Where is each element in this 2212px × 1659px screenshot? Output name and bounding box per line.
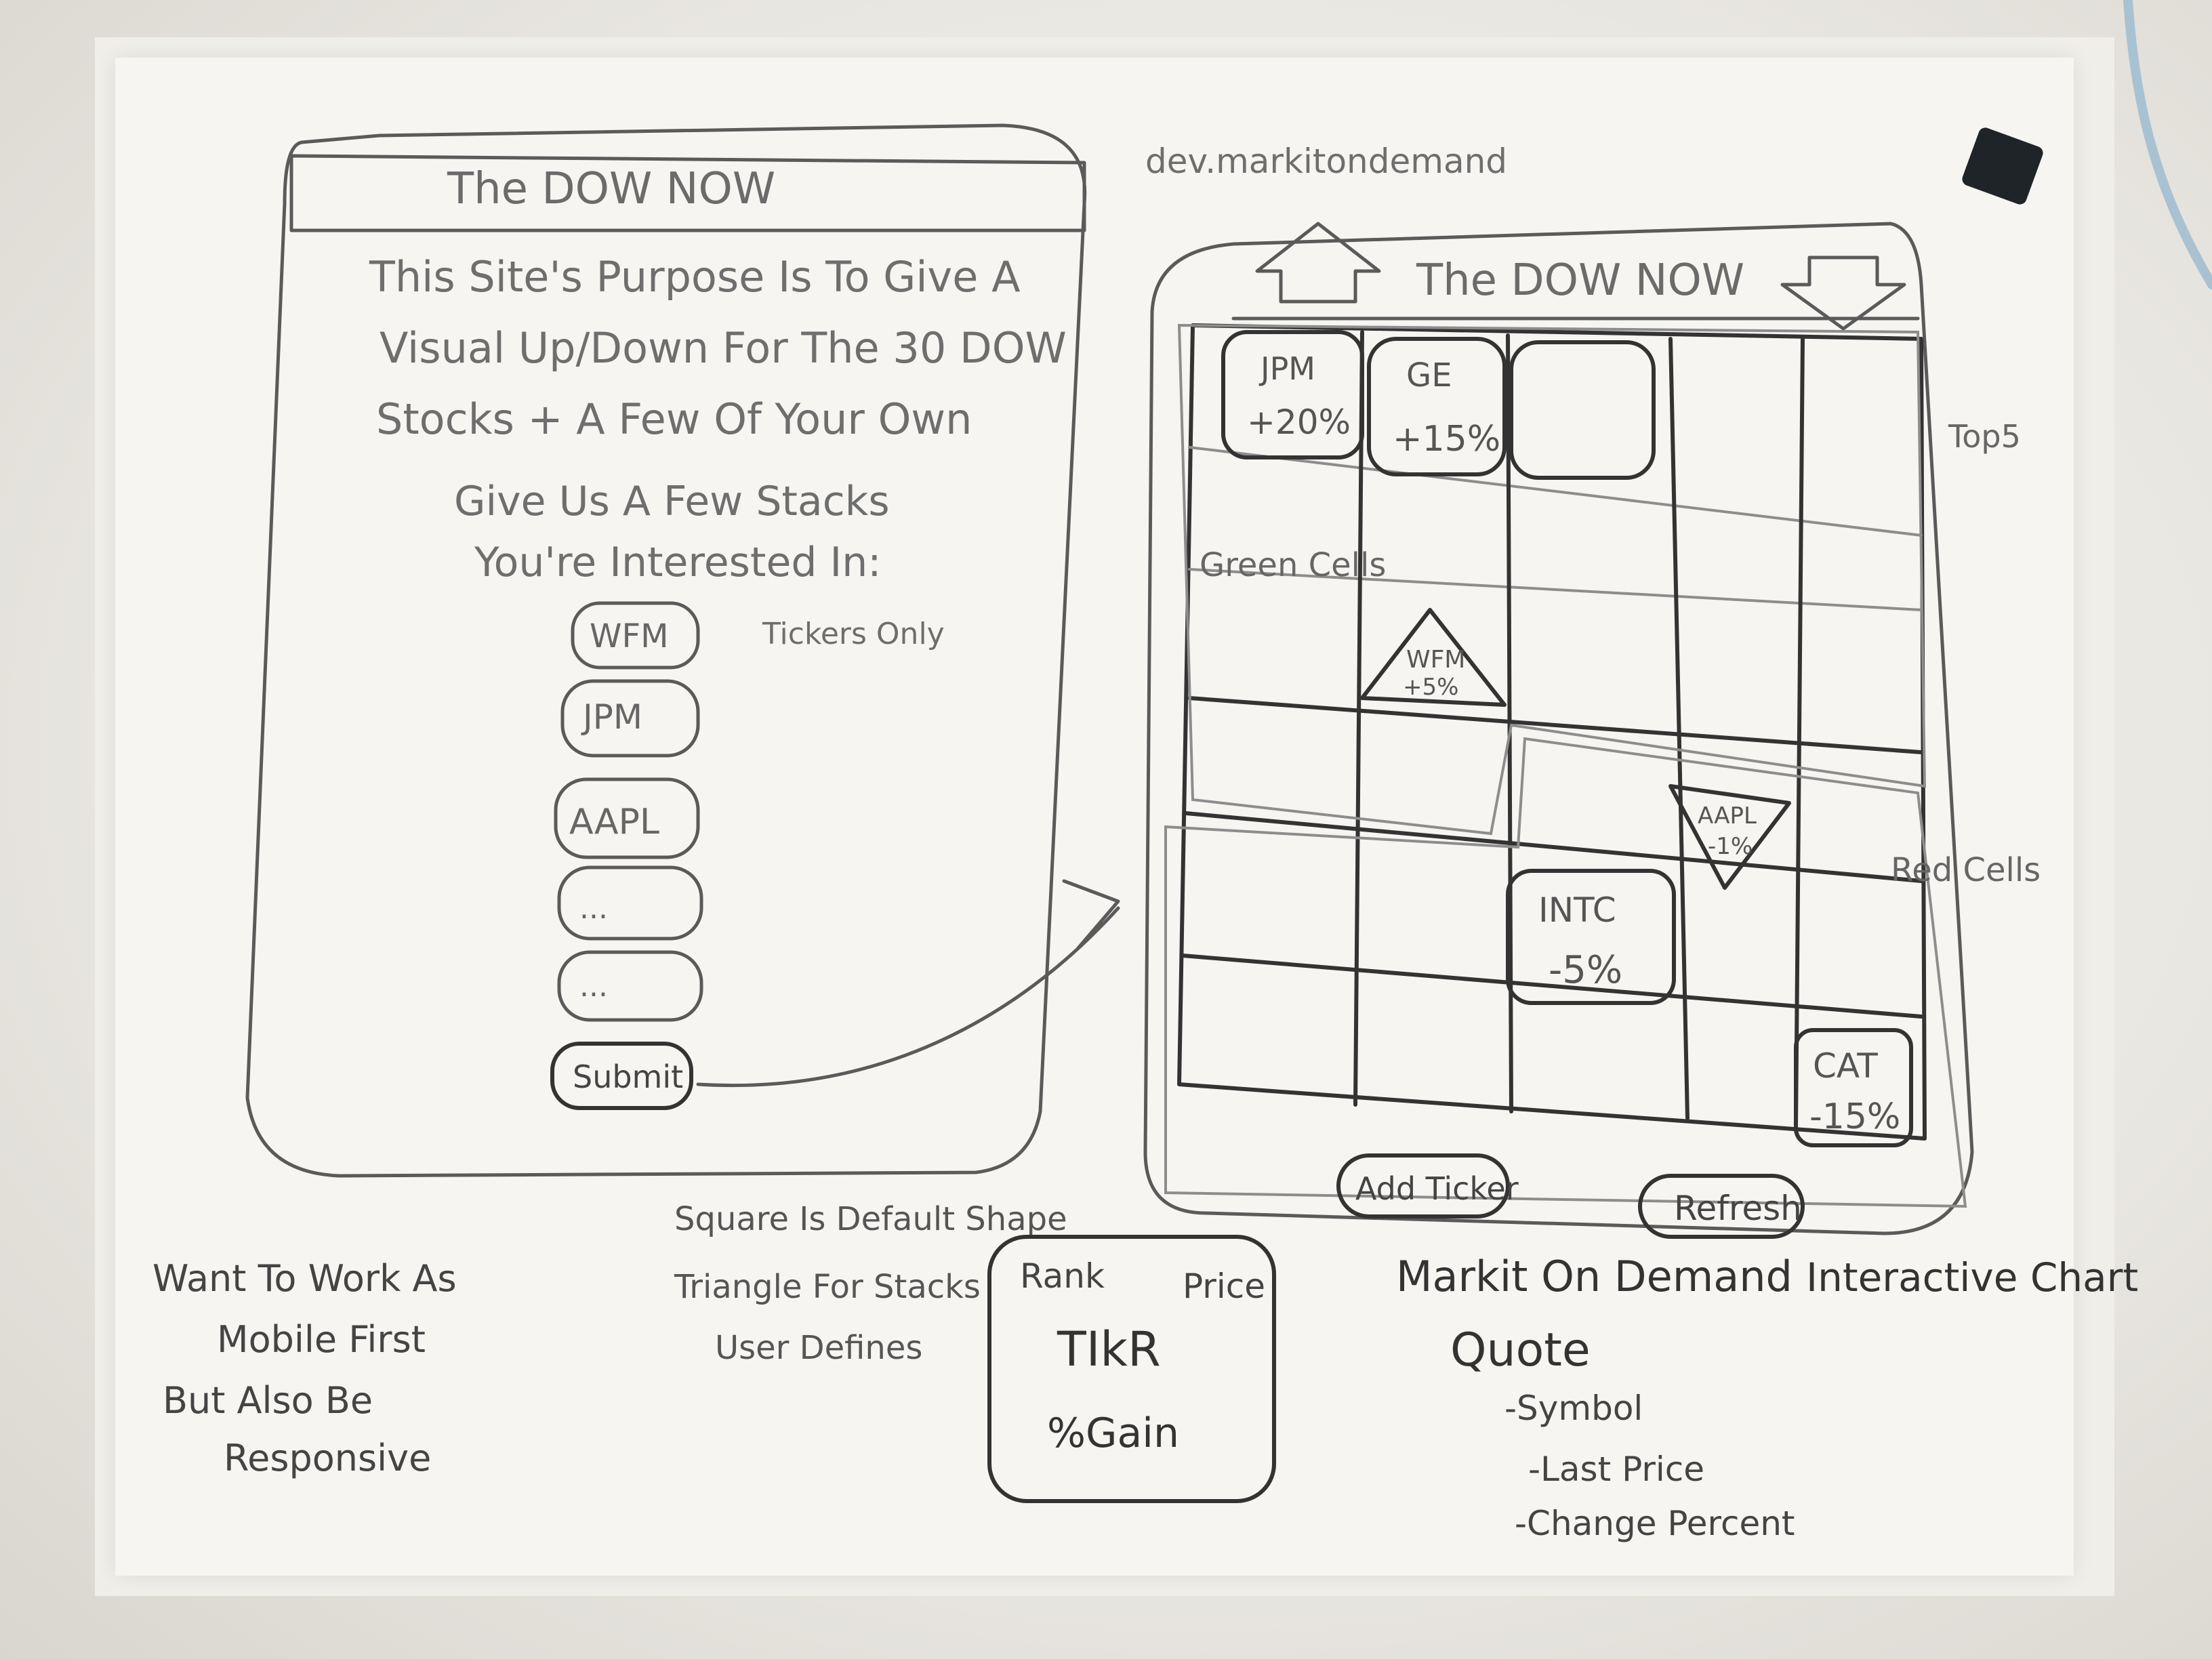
- legend-card: [987, 1235, 1276, 1503]
- add-ticker-button[interactable]: [1336, 1153, 1510, 1218]
- stock-cell-ge[interactable]: [1367, 337, 1507, 476]
- stock-cell-intc[interactable]: [1506, 869, 1676, 1005]
- dark-object: [1962, 127, 2043, 205]
- purpose-line-2: Visual Up/Down For The 30 DOW: [380, 323, 1067, 373]
- right-sketch: dev.markitondemand The DOW NOW JPM +20: [1143, 142, 2041, 1239]
- wfm-ticker: WFM: [1406, 646, 1465, 674]
- jpm-change: +20%: [1247, 403, 1351, 442]
- shape-note-2: Triangle For Stacks: [674, 1268, 981, 1306]
- ticker-input-5[interactable]: [557, 950, 703, 1022]
- right-header-title: The DOW NOW: [1416, 255, 1744, 306]
- top5-note: Top5: [1948, 418, 2021, 455]
- ticker-input-4-value: ...: [579, 891, 608, 926]
- wfm-change: +5%: [1403, 674, 1458, 701]
- green-region-outline: [1177, 323, 1927, 836]
- intc-change: -5%: [1549, 948, 1622, 992]
- ticker-input-5-value: ...: [579, 969, 608, 1004]
- purpose-line-3: Stocks + A Few Of Your Own: [376, 394, 972, 444]
- prompt-line-2: You're Interested In:: [474, 539, 881, 586]
- ticker-input-2-value: JPM: [581, 697, 642, 737]
- ticker-input-1[interactable]: [571, 601, 700, 670]
- shape-note-3: User Defines: [715, 1329, 922, 1367]
- header-bar: [289, 154, 1086, 232]
- legend-price: Price: [1183, 1267, 1265, 1306]
- left-header-title: The DOW NOW: [447, 164, 775, 214]
- ticker-input-3[interactable]: [554, 777, 700, 859]
- down-arrow-icon[interactable]: [1780, 255, 1906, 331]
- ticker-input-4[interactable]: [557, 865, 703, 941]
- jpm-ticker: JPM: [1258, 350, 1315, 387]
- refresh-label: Refresh: [1674, 1189, 1802, 1228]
- cable: [2123, 0, 2212, 289]
- aapl-ticker: AAPL: [1698, 802, 1757, 830]
- aapl-change: -1%: [1708, 833, 1753, 860]
- legend-ticker: TIkR: [1057, 1322, 1161, 1377]
- markit-quote-item-1: -Symbol: [1504, 1389, 1643, 1428]
- stock-cell-wfm-triangle[interactable]: [1360, 608, 1507, 707]
- mobile-note-4: Responsive: [224, 1437, 431, 1479]
- markit-quote-title-1: Markit On Demand: [1396, 1252, 1793, 1301]
- mobile-note-2: Mobile First: [217, 1318, 426, 1361]
- markit-quote-title-2: Quote: [1450, 1324, 1591, 1377]
- red-region-outline: [1164, 737, 1967, 1208]
- cat-ticker: CAT: [1813, 1046, 1878, 1086]
- grid-row-line: [1188, 446, 1923, 537]
- ge-change: +15%: [1393, 419, 1500, 459]
- green-cells-note: Green Cells: [1200, 546, 1386, 584]
- refresh-button[interactable]: [1638, 1174, 1805, 1239]
- bottom-notes: Want To Work As Mobile First But Also Be…: [152, 1200, 2138, 1543]
- interactive-chart-note: Interactive Chart: [1806, 1254, 2138, 1300]
- grid-col-line: [1668, 337, 1689, 1120]
- ticker-input-2[interactable]: [560, 679, 700, 758]
- ticker-input-3-value: AAPL: [569, 802, 659, 842]
- add-ticker-label: Add Ticker: [1355, 1170, 1519, 1207]
- intc-ticker: INTC: [1538, 890, 1616, 930]
- prompt-line-1: Give Us A Few Stacks: [454, 478, 890, 525]
- up-arrow-icon[interactable]: [1255, 222, 1381, 304]
- grid-col-line: [1353, 330, 1364, 1107]
- markit-quote-item-3: -Change Percent: [1515, 1504, 1795, 1543]
- legend-gain: %Gain: [1047, 1410, 1179, 1457]
- mobile-note-3: But Also Be: [163, 1379, 373, 1422]
- flow-arrow-line: [696, 906, 1120, 1087]
- stock-cell-jpm[interactable]: [1221, 330, 1364, 459]
- tickers-only-note: Tickers Only: [762, 617, 945, 651]
- ticker-input-1-value: WFM: [590, 617, 668, 655]
- mobile-note-1: Want To Work As: [152, 1257, 457, 1300]
- tablet-frame: [1143, 222, 1974, 1235]
- ge-ticker: GE: [1406, 356, 1452, 394]
- stock-grid: [1164, 323, 1967, 1208]
- stock-cell-aapl-triangle[interactable]: [1668, 784, 1791, 890]
- grid-col-line: [1794, 337, 1805, 1127]
- shape-note-1: Square Is Default Shape: [674, 1200, 1067, 1238]
- flow-arrow-head: [1062, 879, 1120, 951]
- paper-sheet: [115, 58, 2074, 1576]
- purpose-line-1: This Site's Purpose Is To Give A: [369, 252, 1021, 302]
- left-sketch: The DOW NOW This Site's Purpose Is To Gi…: [245, 123, 1120, 1178]
- phone-frame: [245, 123, 1087, 1178]
- submit-button[interactable]: [550, 1042, 693, 1110]
- stock-cell-cat[interactable]: [1794, 1028, 1913, 1147]
- url-note: dev.markitondemand: [1145, 142, 1507, 181]
- markit-quote-item-2: -Last Price: [1528, 1450, 1704, 1489]
- legend-rank: Rank: [1020, 1256, 1105, 1296]
- grid-outline: [1177, 323, 1927, 1141]
- submit-button-label: Submit: [573, 1059, 683, 1095]
- stock-cell-empty[interactable]: [1509, 340, 1656, 480]
- grid-col-line: [1506, 333, 1513, 1113]
- red-cells-note: Red Cells: [1891, 851, 2041, 889]
- cat-change: -15%: [1809, 1097, 1900, 1137]
